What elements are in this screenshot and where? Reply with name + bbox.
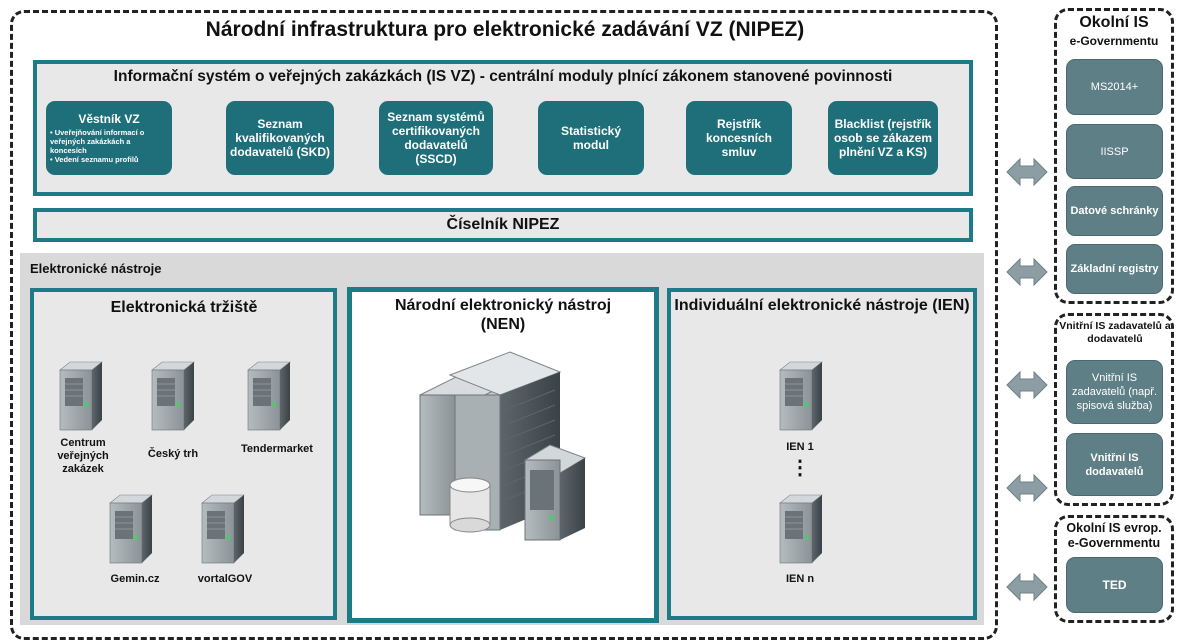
server-icon [151,361,195,431]
bullet-item: Vedení seznamu profilů [50,155,168,164]
is-label: MS2014+ [1090,81,1139,93]
vnitrni-is-title: Vnitřní IS zadavatelů a dodavatelů [1059,320,1171,345]
arrows-layer [1006,158,1048,601]
bullet-item: Uveřejňování informací o veřejných zakáz… [50,128,168,155]
module-sscd[interactable]: Seznam systémů certifikovaných dodavatel… [379,101,493,175]
vnitrni-is-group [1054,313,1174,506]
is-label: IISSP [1100,145,1129,158]
server-icon [201,494,245,564]
vestnik-bullets: Uveřejňování informací o veřejných zakáz… [50,128,168,164]
trziste-panel [30,288,337,620]
is-datove-schranky[interactable]: Datové schránky [1066,186,1163,236]
server-icon [779,494,823,564]
ciselnik-frame[interactable]: Číselník NIPEZ [33,208,973,242]
module-title: Blacklist (rejstřík osob se zákazem plně… [833,117,933,159]
ien-panel [667,288,977,620]
ciselnik-label: Číselník NIPEZ [446,216,560,233]
is-vnitrni-dodavatelu[interactable]: Vnitřní IS dodavatelů [1066,433,1163,496]
module-title: Statistický modul [560,124,622,152]
evrop-is-title: Okolní IS evrop. [1066,521,1162,535]
double-arrow-icon [1006,371,1048,399]
server-icon [59,361,103,431]
double-arrow-icon [1006,474,1048,502]
server-label: Tendermarket [241,443,313,455]
module-title: Seznam kvalifikovaných dodavatelů (SKD) [230,117,331,159]
server-label: IEN 1 [786,441,814,453]
server-rack-icon [418,351,587,541]
ien-title: Individuální elektronické nástroje (IEN) [674,297,970,314]
module-blacklist[interactable]: Blacklist (rejstřík osob se zákazem plně… [828,101,938,175]
page-title: Národní infrastruktura pro elektronické … [205,18,805,41]
nastroje-label: Elektronické nástroje [30,261,162,276]
server-label: Gemin.cz [110,573,160,585]
isvz-title: Informační systém o veřejných zakázkách … [113,68,893,85]
module-title: Rejstřík koncesních smluv [705,117,773,159]
trziste-title: Elektronická tržiště [110,299,258,316]
module-statisticky[interactable]: Statistický modul [538,101,644,175]
is-label: Datové schránky [1070,205,1159,217]
is-label: Vnitřní IS zadavatelů (např. spisová slu… [1072,372,1157,412]
double-arrow-icon [1006,258,1048,286]
evrop-is-group [1054,515,1174,623]
ellipsis-icon: ⋮ [790,457,810,479]
server-label: Centrum veřejných zakázek [57,437,109,475]
okolni-is-title: Okolní IS [1079,14,1149,31]
module-vestnik-vz[interactable]: Věstník VZ Uveřejňování informací o veře… [46,101,172,175]
is-iissp[interactable]: IISSP [1066,124,1163,179]
server-label: Český trh [147,448,199,460]
server-icon [247,361,291,431]
is-vnitrni-zadavatelu[interactable]: Vnitřní IS zadavatelů (např. spisová slu… [1066,360,1163,424]
is-label: Základní registry [1070,263,1159,275]
is-ms2014[interactable]: MS2014+ [1066,59,1163,115]
is-ted[interactable]: TED [1066,557,1163,613]
module-rejstrik-koncesnich[interactable]: Rejstřík koncesních smluv [686,101,792,175]
okolni-is-subtitle: e-Governmentu [1069,34,1159,48]
is-zakladni-registry[interactable]: Základní registry [1066,244,1163,294]
evrop-is-subtitle: e-Governmentu [1067,536,1161,550]
module-title: Věstník VZ [78,112,140,126]
servers-layer [59,351,823,564]
server-icon [109,494,153,564]
is-label: TED [1102,578,1127,592]
server-label: IEN n [785,573,815,585]
double-arrow-icon [1006,158,1048,186]
nen-title: Národní elektronický nástroj (NEN) [394,297,612,333]
okolni-is-group [1054,8,1174,304]
double-arrow-icon [1006,573,1048,601]
module-skd[interactable]: Seznam kvalifikovaných dodavatelů (SKD) [226,101,334,175]
isvz-frame [33,60,973,196]
server-label: vortalGOV [197,573,253,585]
module-title: Seznam systémů certifikovaných dodavatel… [387,110,485,166]
server-icon [779,361,823,431]
is-label: Vnitřní IS dodavatelů [1085,451,1144,478]
